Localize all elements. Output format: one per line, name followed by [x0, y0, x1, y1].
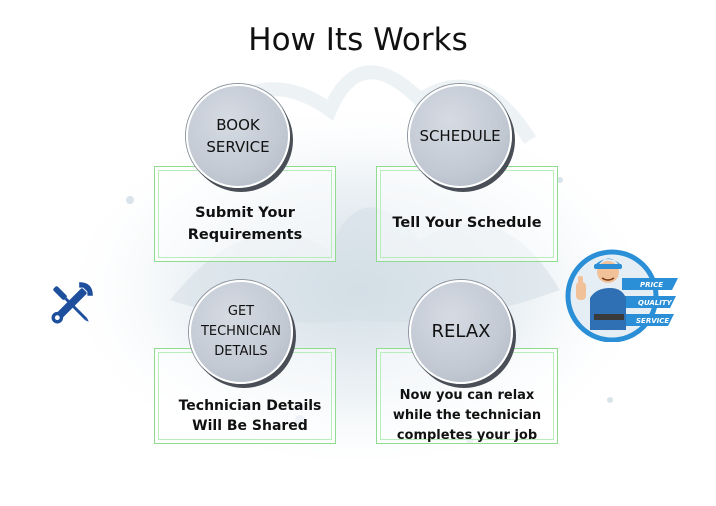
step-circle-get-technician-details: GET TECHNICIAN DETAILS	[189, 280, 293, 384]
step-circle-book-service: BOOK SERVICE	[186, 84, 290, 188]
step-description-schedule: Tell Your Schedule	[392, 215, 542, 231]
step-label-get-technician-details: GET TECHNICIAN DETAILS	[200, 304, 282, 359]
mascot-label-service: SERVICE	[636, 317, 669, 325]
step-description-get-technician-details: Technician Details Will Be Shared	[178, 398, 322, 434]
step-circle-schedule: SCHEDULE	[408, 84, 512, 188]
mascot-label-price: PRICE	[640, 281, 663, 289]
step-label-schedule: SCHEDULE	[419, 127, 501, 145]
step-label-relax: RELAX	[431, 321, 491, 342]
mascot-label-quality: QUALITY	[638, 299, 673, 307]
step-description-book-service: Submit Your Requirements	[187, 205, 303, 243]
step-description-relax: Now you can relax while the technician c…	[392, 388, 542, 443]
wrench-screwdriver-icon	[51, 282, 93, 324]
page-title: How Its Works	[248, 22, 468, 58]
step-circle-relax: RELAX	[409, 280, 513, 384]
technician-thumbs-up-icon: PRICE QUALITY SERVICE	[565, 249, 678, 342]
step-label-book-service: BOOK SERVICE	[206, 116, 270, 156]
